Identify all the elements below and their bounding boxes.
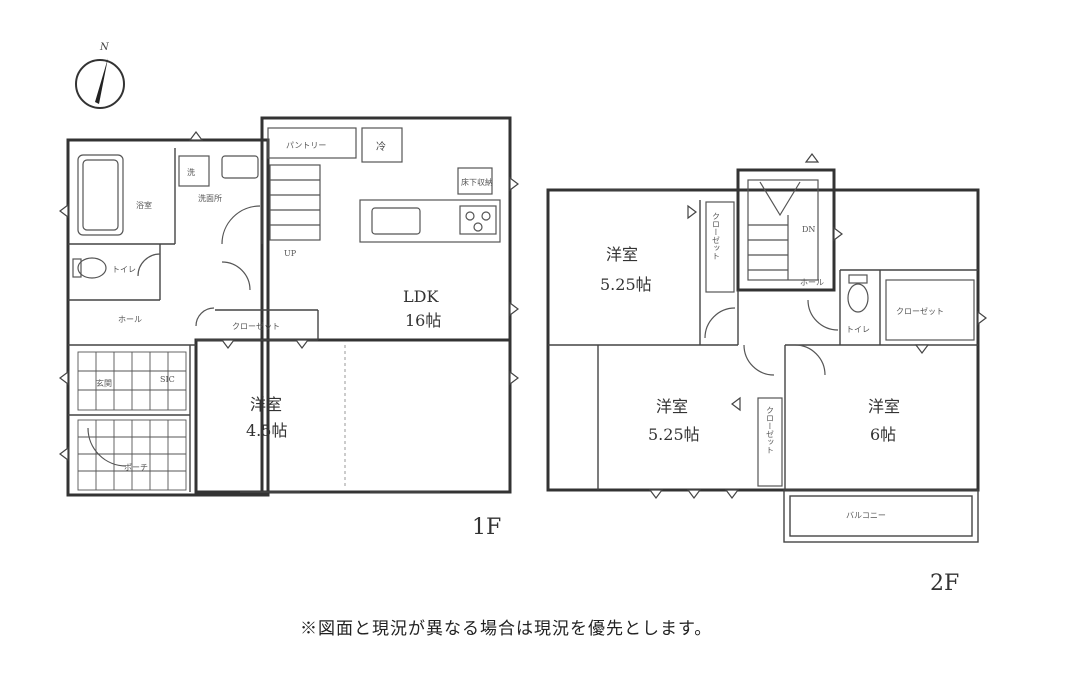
f1-wash-basin	[221, 155, 259, 179]
f1-hall-label: ホール	[118, 315, 142, 324]
f1-window-tag	[59, 203, 69, 219]
f2-toilet-tank	[848, 274, 868, 284]
f2-western-b-size: 5.25帖	[648, 425, 700, 444]
f1-door-arc	[195, 307, 215, 327]
f2-window-tag	[914, 344, 930, 354]
f2-floor-label: 2F	[930, 571, 959, 596]
f1-toilet-bowl	[77, 257, 107, 279]
f2-window-tag	[648, 489, 664, 499]
f2-wall-outer	[546, 188, 980, 492]
f2-dn-label: DN	[802, 225, 815, 234]
f1-window-tag	[59, 370, 69, 386]
compass-needle-icon	[95, 58, 108, 104]
f1-washer-label: 洗	[187, 167, 195, 177]
f1-burner	[465, 211, 475, 221]
f2-toilet-bowl	[847, 283, 869, 313]
f1-window-tag	[188, 131, 204, 141]
f2-wall-stair-block	[736, 168, 836, 292]
f1-ldk-name: LDK	[403, 287, 439, 306]
f2-window-tag	[687, 204, 697, 220]
disclaimer-note: ※図面と現況が異なる場合は現況を優先とします。	[300, 619, 713, 639]
f2-stairs	[747, 179, 819, 281]
f2-window-tag	[804, 153, 820, 163]
f1-wall-kitchen	[260, 116, 512, 494]
compass-north-label: N	[99, 42, 110, 53]
f1-genkan-tiles	[77, 351, 187, 491]
f1-door-arc	[221, 205, 261, 245]
f1-window-tag	[509, 301, 519, 317]
f1-window-tag	[220, 339, 236, 349]
f2-closet-c	[885, 279, 975, 341]
f1-floor-label: 1F	[472, 515, 501, 540]
f1-window-tag	[294, 339, 310, 349]
f2-western-a-size: 5.25帖	[600, 275, 652, 294]
f1-washer	[178, 155, 210, 187]
f1-burner	[481, 211, 491, 221]
f2-hall-label: ホール	[800, 278, 824, 287]
f1-up-label: UP	[284, 249, 297, 258]
f2-western-c-name: 洋室	[868, 397, 900, 416]
f2-closet-b-label: クローゼット	[766, 406, 775, 454]
f1-window-tag	[59, 446, 69, 462]
f2-closet-a	[705, 201, 735, 293]
floor-2: 洋室 5.25帖 洋室 5.25帖 洋室 6帖 クローゼット クローゼット クロ…	[546, 153, 987, 596]
floor-1: LDK 16帖 洋室 4.5帖 パントリー 冷 床下収納 浴室 洗面所 洗 トイ…	[59, 116, 519, 540]
f1-western-size: 4.5帖	[246, 421, 287, 440]
f2-window-tag	[731, 396, 741, 412]
f1-sink	[371, 207, 421, 235]
f2-window-tag	[977, 310, 987, 326]
f1-ldk-size: 16帖	[405, 311, 441, 330]
f2-closet-b	[757, 397, 783, 487]
f2-closet-a-label: クローゼット	[712, 212, 721, 260]
f1-genkan-label: 玄関	[96, 378, 112, 388]
f1-pantry-label: パントリー	[286, 141, 326, 150]
f2-balcony-inner	[789, 495, 973, 537]
f1-wall-main	[194, 338, 512, 494]
f1-closet-label: クローゼット	[232, 321, 280, 331]
f2-door-arc	[704, 307, 736, 339]
f1-toilet-label: トイレ	[112, 265, 136, 274]
f1-porch-label: ポーチ	[124, 463, 148, 472]
f1-bathtub-inner	[82, 159, 119, 231]
f1-storage-hatch	[457, 167, 493, 195]
f2-window-tag	[833, 226, 843, 242]
f2-closet-c-label: クローゼット	[896, 306, 944, 316]
f1-window-tag	[509, 370, 519, 386]
f2-door-arc	[807, 299, 839, 331]
f2-door-arc	[794, 344, 826, 376]
f1-door-arc	[221, 261, 251, 291]
compass-circle	[75, 59, 125, 109]
f1-washroom-label: 洗面所	[198, 193, 222, 203]
f2-toilet-label: トイレ	[846, 325, 870, 334]
f1-bathtub	[77, 154, 124, 236]
f1-toilet-tank	[72, 258, 82, 278]
f2-western-b-name: 洋室	[656, 397, 688, 416]
f1-stove	[459, 205, 497, 235]
f2-window-tag	[686, 489, 702, 499]
f1-stairs	[269, 164, 321, 241]
f1-fridge-label: 冷	[376, 140, 386, 153]
f1-door-arc	[137, 253, 161, 277]
f2-window-tag	[724, 489, 740, 499]
f1-storage-label: 床下収納	[461, 177, 493, 187]
f2-door-arc	[743, 344, 775, 376]
f1-shoebox-label: SIC	[160, 375, 175, 384]
f2-balcony-label: バルコニー	[846, 511, 886, 520]
f1-burner	[473, 222, 483, 232]
f1-pantry	[267, 127, 357, 159]
f1-western-name: 洋室	[250, 395, 282, 414]
f2-western-c-size: 6帖	[870, 425, 896, 444]
f1-bath-label: 浴室	[136, 200, 152, 210]
f1-kitchen-counter	[359, 199, 501, 243]
f1-wall-left	[66, 138, 270, 497]
f1-fridge	[361, 127, 403, 163]
f1-door-arc	[87, 427, 127, 467]
f2-western-a-name: 洋室	[606, 245, 638, 264]
compass: N	[75, 42, 125, 109]
f1-window-tag	[509, 176, 519, 192]
